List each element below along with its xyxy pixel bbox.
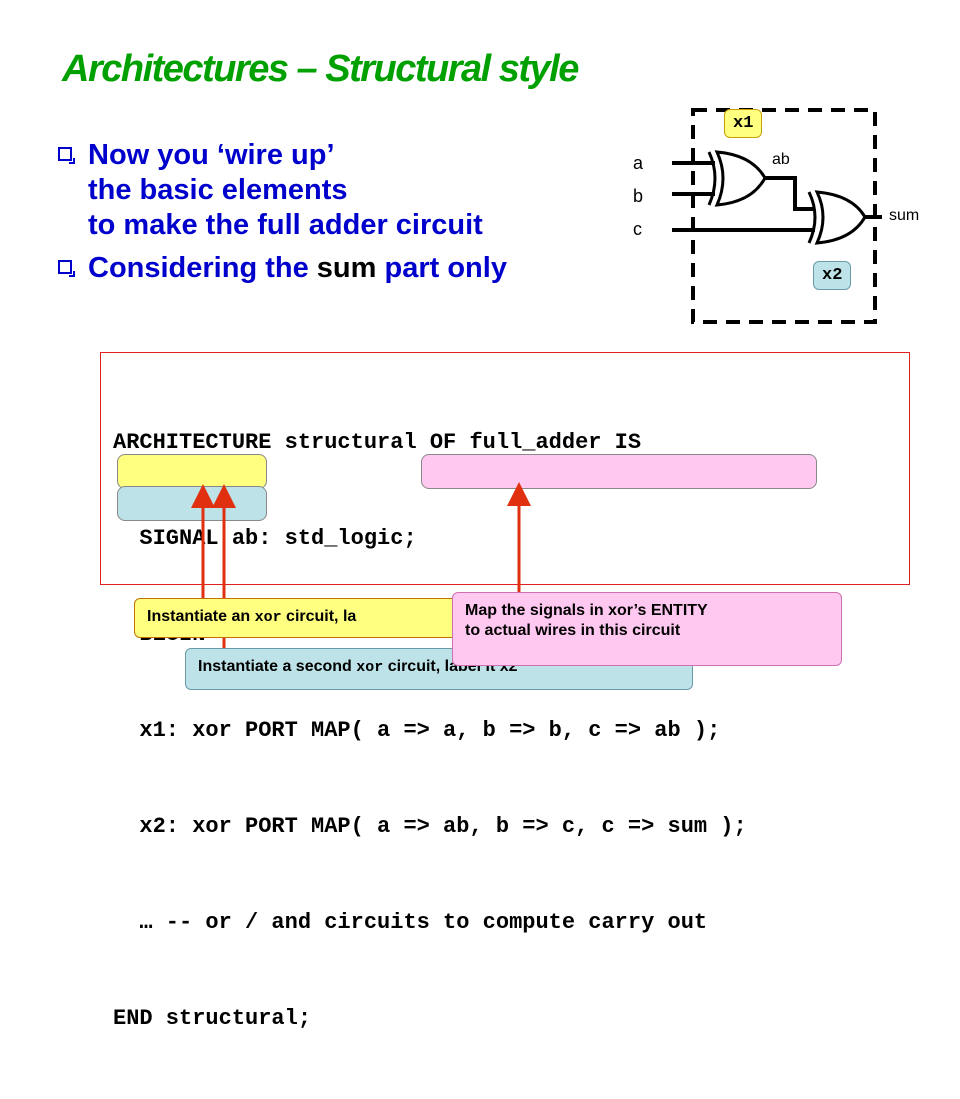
slide-title: Architectures – Structural style: [62, 48, 579, 90]
xor-gate-x2: [814, 190, 867, 245]
input-label-c: c: [633, 219, 642, 239]
callout-map-signals: Map the signals in xor’s ENTITY to actua…: [452, 592, 842, 666]
bullet-item-sum-only: Considering the sum part only: [58, 251, 507, 286]
bullet-text: part only: [376, 252, 507, 284]
checkbox-bullet-icon: [58, 260, 75, 277]
checkbox-bullet-icon: [58, 147, 75, 164]
callout-code: xor: [356, 659, 384, 676]
callout-text: circuit, la: [281, 608, 357, 625]
wire-label-ab: ab: [772, 151, 790, 168]
bullet-line: Now you ‘wire up’: [88, 139, 335, 171]
bullet-highlight-sum: sum: [316, 252, 377, 284]
code-line: x2: xor PORT MAP( a => ab, b => c, c => …: [113, 814, 747, 839]
callout-text: Instantiate a second: [198, 658, 357, 675]
callout-code: xor: [254, 609, 282, 626]
gate-label-x1: x1: [724, 109, 763, 138]
bullet-item-wire-up: Now you ‘wire up’ the basic elements to …: [58, 138, 507, 243]
xor-gate-x2-input-arc: [807, 191, 817, 244]
bullet-line: to make the full adder circuit: [88, 209, 483, 241]
code-line: SIGNAL ab: std_logic;: [113, 526, 417, 551]
xor-gate-x1-input-arc: [707, 151, 717, 206]
output-label-sum: sum: [889, 207, 919, 224]
gate-label-x2: x2: [813, 261, 852, 290]
code-line: END structural;: [113, 1006, 312, 1031]
callout-text: Instantiate an: [147, 608, 255, 625]
bullet-text: Considering the: [88, 252, 317, 284]
wire-ab: [765, 176, 815, 211]
bullet-list: Now you ‘wire up’ the basic elements to …: [58, 138, 507, 294]
callout-line: Map the signals in xor’s ENTITY: [465, 602, 708, 619]
callout-line: to actual wires in this circuit: [465, 622, 681, 639]
code-line: … -- or / and circuits to compute carry …: [113, 910, 708, 935]
circuit-diagram: a b c ab sum: [633, 108, 919, 324]
input-label-b: b: [633, 186, 643, 206]
xor-gate-x1: [714, 150, 767, 207]
input-label-a: a: [633, 153, 644, 173]
vhdl-code-box: ARCHITECTURE structural OF full_adder IS…: [100, 352, 910, 1031]
bullet-line: the basic elements: [88, 174, 348, 206]
callout-instantiate-x1: Instantiate an xor circuit, la: [134, 598, 474, 638]
full-adder-sum-circuit: a b c ab sum x1 x2: [600, 95, 950, 335]
vhdl-code: ARCHITECTURE structural OF full_adder IS…: [113, 363, 747, 1099]
highlight-port-map: [421, 454, 817, 489]
code-line: ARCHITECTURE structural OF full_adder IS: [113, 430, 642, 455]
